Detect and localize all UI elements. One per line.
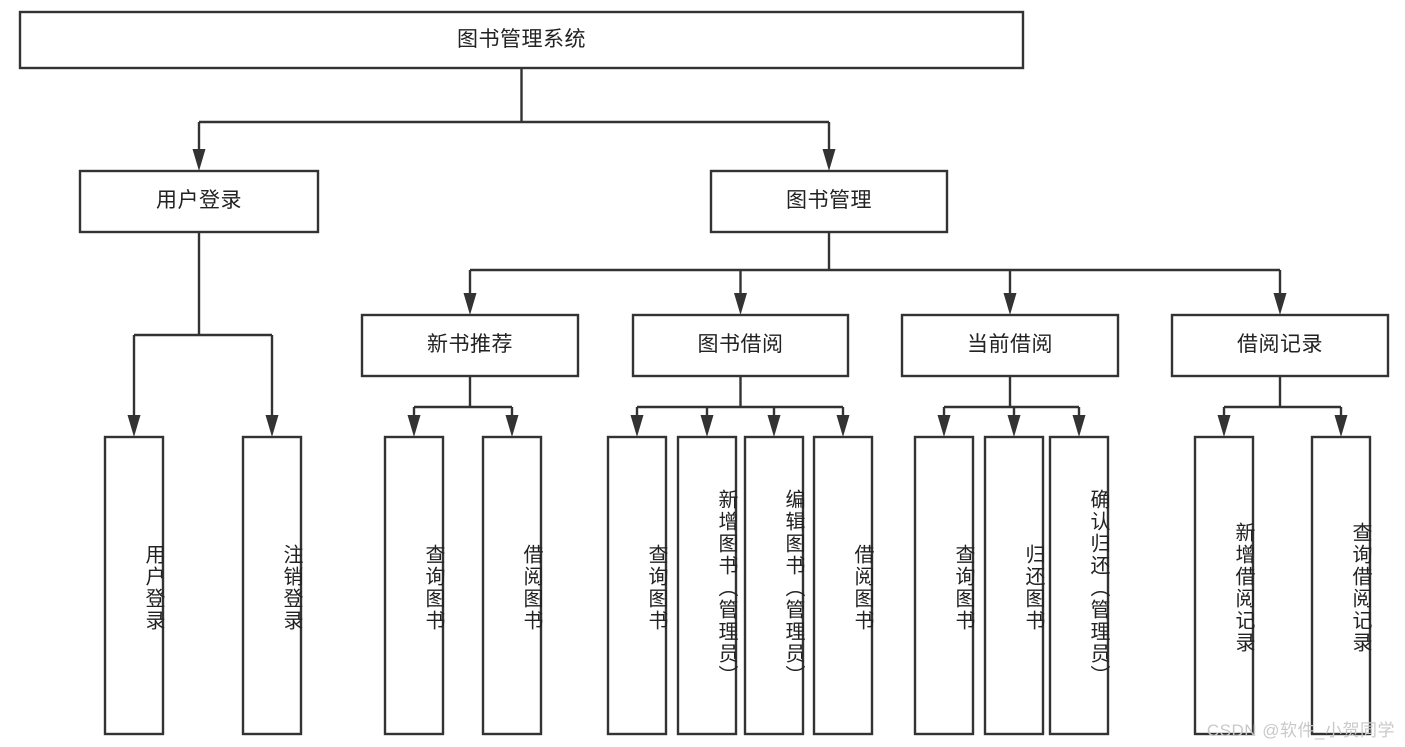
node-l_query_book_2[interactable] <box>608 437 666 734</box>
node-l_borrow_book_1[interactable] <box>483 437 541 734</box>
node-n_user_login[interactable] <box>80 171 318 232</box>
node-n_book_mgmt[interactable] <box>711 171 947 232</box>
node-box-l_query_book_1[interactable] <box>383 435 445 736</box>
arrow-head-icon <box>1007 415 1021 437</box>
node-box-l_confirm_return[interactable] <box>1048 435 1110 736</box>
node-root[interactable] <box>20 12 1023 68</box>
node-box-l_logout[interactable] <box>241 435 303 736</box>
node-box-layer <box>18 10 1390 736</box>
node-l_add_book[interactable] <box>678 437 736 734</box>
arrow-head-icon <box>1003 293 1017 315</box>
arrow-head-icon <box>1334 415 1348 437</box>
node-l_logout[interactable] <box>243 437 301 734</box>
node-box-l_add_record[interactable] <box>1193 435 1255 736</box>
arrow-head-icon <box>1273 293 1287 315</box>
node-l_confirm_return[interactable] <box>1050 437 1108 734</box>
arrow-head-icon <box>1072 415 1086 437</box>
node-box-root[interactable] <box>18 10 1025 70</box>
arrow-head-icon <box>463 293 477 315</box>
node-l_query_book_1[interactable] <box>385 437 443 734</box>
arrow-head-icon <box>1217 415 1231 437</box>
node-l_borrow_book_2[interactable] <box>814 437 872 734</box>
node-box-n_book_mgmt[interactable] <box>709 169 949 234</box>
arrow-head-icon <box>127 415 141 437</box>
node-box-l_user_login[interactable] <box>103 435 165 736</box>
arrow-head-icon <box>937 415 951 437</box>
arrow-head-icon <box>192 149 206 171</box>
connector-group <box>937 376 1086 437</box>
connector-group <box>1217 376 1348 437</box>
node-n_current_borrow[interactable] <box>902 315 1118 376</box>
watermark-text: CSDN @软件_小贺同学 <box>1206 721 1395 740</box>
node-box-l_query_book_2[interactable] <box>606 435 668 736</box>
node-n_new_book_rec[interactable] <box>362 315 578 376</box>
node-box-l_add_book[interactable] <box>676 435 738 736</box>
connector-group <box>630 376 850 437</box>
node-box-l_query_book_3[interactable] <box>913 435 975 736</box>
node-n_borrow_record[interactable] <box>1172 315 1388 376</box>
connector-layer <box>127 68 1348 437</box>
arrow-head-icon <box>700 415 714 437</box>
node-l_add_record[interactable] <box>1195 437 1253 734</box>
node-box-l_return_book[interactable] <box>983 435 1045 736</box>
connector-group <box>127 232 279 437</box>
node-box-n_new_book_rec[interactable] <box>360 313 580 378</box>
node-l_return_book[interactable] <box>985 437 1043 734</box>
connector-group <box>407 376 519 437</box>
node-box-l_query_record[interactable] <box>1310 435 1372 736</box>
connector-group <box>192 68 836 171</box>
node-box-n_borrow_record[interactable] <box>1170 313 1390 378</box>
arrow-head-icon <box>630 415 644 437</box>
node-n_book_borrow[interactable] <box>633 315 848 376</box>
node-box-l_edit_book[interactable] <box>743 435 805 736</box>
arrow-head-icon <box>767 415 781 437</box>
node-l_query_book_3[interactable] <box>915 437 973 734</box>
arrow-head-icon <box>836 415 850 437</box>
node-l_query_record[interactable] <box>1312 437 1370 734</box>
connector-group <box>463 232 1287 315</box>
arrow-head-icon <box>822 149 836 171</box>
node-box-n_user_login[interactable] <box>78 169 320 234</box>
arrow-head-icon <box>265 415 279 437</box>
node-l_user_login[interactable] <box>105 437 163 734</box>
arrow-head-icon <box>407 415 421 437</box>
node-box-l_borrow_book_1[interactable] <box>481 435 543 736</box>
node-l_edit_book[interactable] <box>745 437 803 734</box>
node-box-n_current_borrow[interactable] <box>900 313 1120 378</box>
arrow-head-icon <box>734 293 747 315</box>
node-box-n_book_borrow[interactable] <box>631 313 850 378</box>
node-box-l_borrow_book_2[interactable] <box>812 435 874 736</box>
arrow-head-icon <box>505 415 519 437</box>
